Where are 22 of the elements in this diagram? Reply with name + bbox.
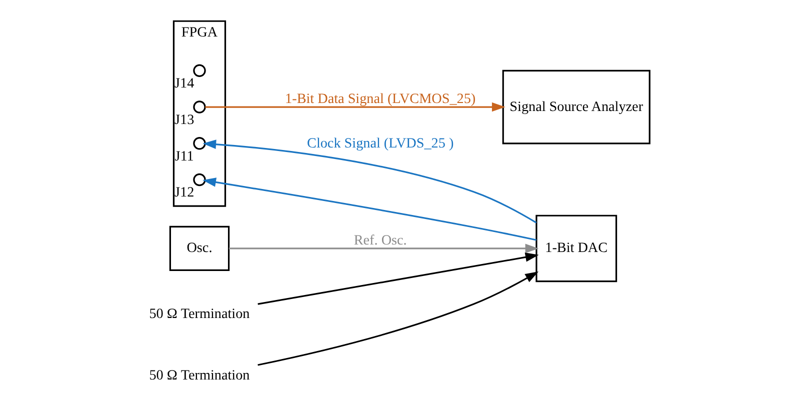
node-box: Signal Source Analyzer	[502, 69, 650, 144]
arrow	[204, 102, 505, 112]
node-box: 1-Bit DAC	[535, 214, 617, 282]
node-circle	[192, 172, 206, 186]
node-label: J14	[174, 75, 194, 92]
node-box: Osc.	[168, 225, 230, 270]
node-text: 50 Ω Termination	[148, 305, 250, 322]
arrow	[228, 243, 538, 253]
edge-label: Ref. Osc.	[353, 232, 406, 248]
node-circle	[192, 100, 206, 113]
node-label: J12	[174, 184, 194, 200]
arrow	[257, 270, 538, 366]
arrow	[202, 139, 536, 223]
node-label: J11	[174, 148, 194, 164]
node-label: J13	[174, 111, 194, 128]
node-circle	[192, 64, 206, 76]
arrow	[257, 252, 538, 304]
edge-label: Clock Signal (LVDS_25 )	[306, 135, 454, 152]
node-circle	[192, 136, 206, 150]
arrow	[202, 177, 536, 240]
edge-label: 1-Bit Data Signal (LVCMOS_25)	[284, 90, 476, 107]
node-text: 50 Ω Termination	[148, 367, 250, 384]
